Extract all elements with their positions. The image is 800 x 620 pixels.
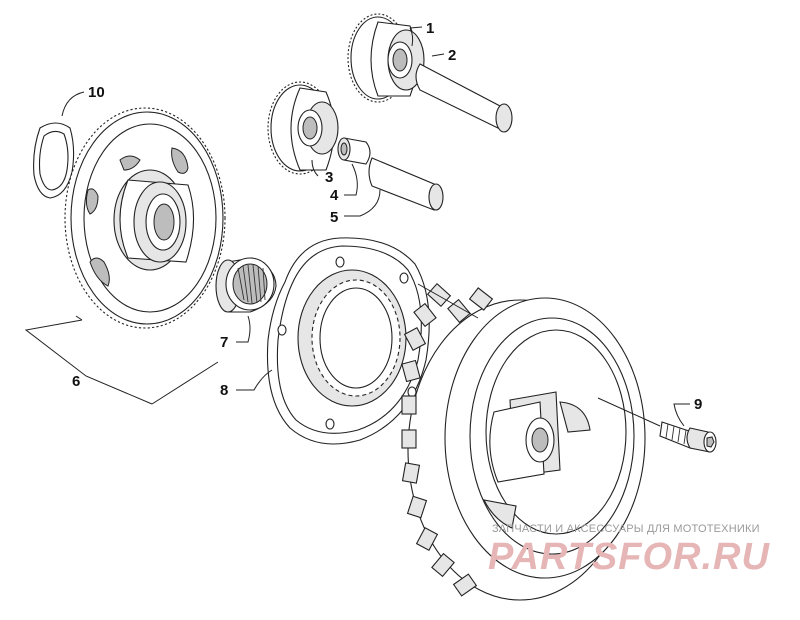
shim-washer-part-10 xyxy=(33,122,75,199)
upper-gear-part-1 xyxy=(347,13,425,103)
small-gear-part-3 xyxy=(267,81,339,175)
large-gear-part-6 xyxy=(64,107,226,329)
shaft-part-5 xyxy=(368,157,444,211)
callout-1: 1 xyxy=(426,20,434,37)
flywheel-housing xyxy=(401,282,646,601)
assembly-axis-lines xyxy=(417,283,661,427)
callout-5: 5 xyxy=(330,209,338,226)
watermark-tagline: ЗАПЧАСТИ И АКСЕССУАРЫ ДЛЯ МОТОТЕХНИКИ xyxy=(492,523,760,535)
callout-8: 8 xyxy=(220,382,228,399)
callout-2: 2 xyxy=(448,47,456,64)
callout-7: 7 xyxy=(220,334,228,351)
needle-bearing-part-7 xyxy=(215,257,277,313)
watermark-logo: PARTSFOR.RU xyxy=(488,536,770,578)
callout-6: 6 xyxy=(72,373,80,390)
bushing-part-4 xyxy=(337,137,371,165)
bolt-part-9 xyxy=(659,421,717,453)
upper-shaft-part-2 xyxy=(415,63,513,133)
callout-10: 10 xyxy=(88,84,105,101)
clutch-plate-part-8 xyxy=(266,237,430,445)
callout-leaders xyxy=(24,26,690,427)
callout-3: 3 xyxy=(325,169,333,186)
callout-9: 9 xyxy=(694,396,702,413)
callout-4: 4 xyxy=(330,187,339,204)
